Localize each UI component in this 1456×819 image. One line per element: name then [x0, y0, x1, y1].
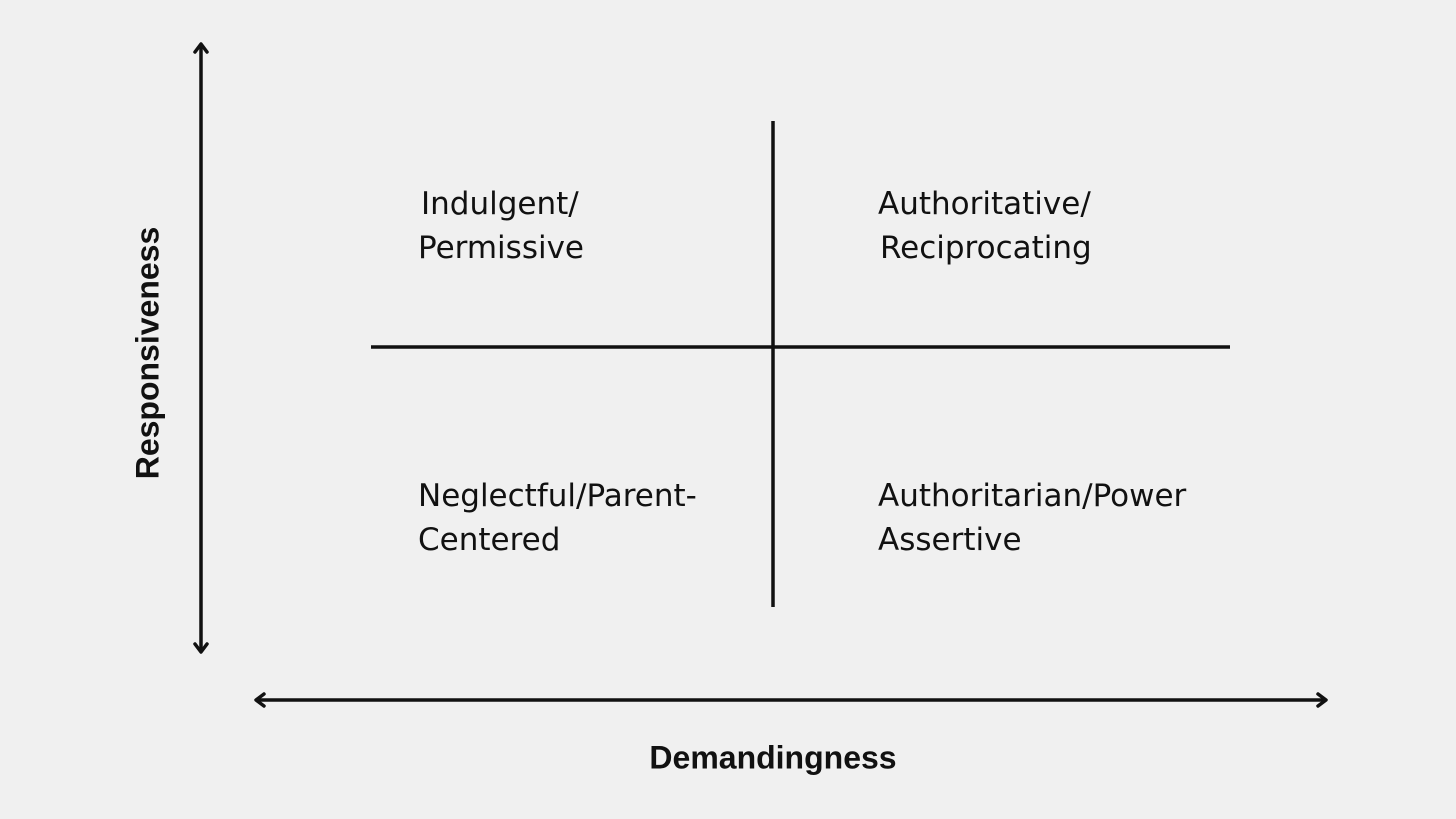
- x-axis-arrowhead-right: [1316, 692, 1328, 708]
- quadrant-top-left-line1: Indulgent/: [421, 186, 579, 222]
- x-axis-label: Demandingness: [649, 739, 897, 776]
- quadrant-bottom-left-line2: Centered: [418, 522, 561, 558]
- y-axis-arrowhead-bottom: [193, 642, 209, 654]
- quadrant-top-left-label: Indulgent/ Permissive: [418, 182, 584, 270]
- y-axis-arrowhead-top: [193, 42, 209, 54]
- quadrant-bottom-left-label: Neglectful/Parent- Centered: [418, 474, 697, 562]
- quadrant-bottom-right-label: Authoritarian/Power Assertive: [878, 474, 1186, 562]
- x-axis-arrowhead-left: [254, 692, 266, 708]
- quadrant-divider: [371, 121, 1230, 607]
- y-axis-arrow: [193, 42, 209, 654]
- quadrant-top-left-line2: Permissive: [418, 230, 585, 266]
- quadrant-bottom-right-line1: Authoritarian/Power: [878, 478, 1187, 514]
- y-axis-label: Responsiveness: [129, 226, 166, 480]
- x-axis-arrow: [254, 692, 1328, 708]
- quadrant-top-right-label: Authoritative/ Reciprocating: [878, 182, 1092, 270]
- quadrant-top-right-line2: Reciprocating: [880, 230, 1092, 266]
- quadrant-bottom-left-line1: Neglectful/Parent-: [418, 478, 697, 514]
- quadrant-bottom-right-line2: Assertive: [878, 522, 1022, 558]
- quadrant-top-right-line1: Authoritative/: [878, 186, 1091, 222]
